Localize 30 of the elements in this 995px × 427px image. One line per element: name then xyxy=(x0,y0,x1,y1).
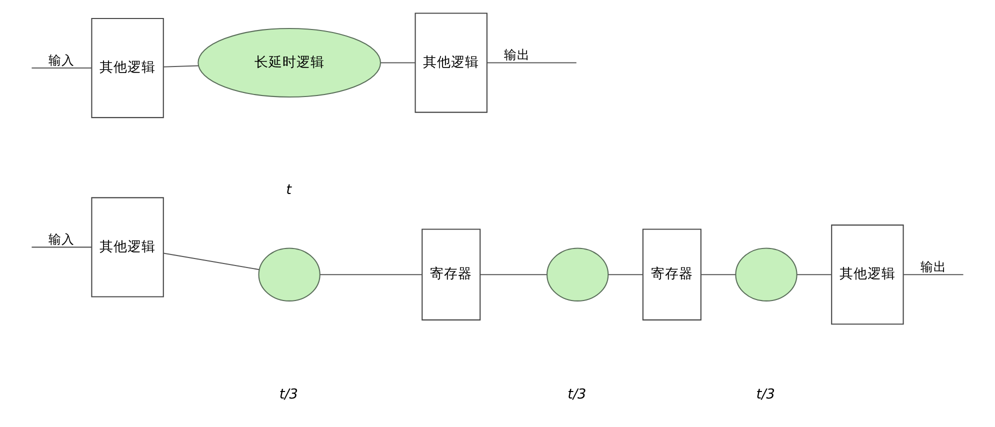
node-cloud xyxy=(258,247,320,301)
connector xyxy=(480,274,547,275)
node-cloud xyxy=(735,247,798,301)
connector xyxy=(320,274,422,275)
connector xyxy=(487,62,576,63)
label: t/3 xyxy=(756,386,775,402)
edge-label: 输出 xyxy=(504,46,530,62)
label: t xyxy=(286,181,292,198)
node-box: 其他逻辑 xyxy=(831,224,904,324)
connector xyxy=(903,274,964,275)
connector xyxy=(701,274,736,275)
node-box: 寄存器 xyxy=(642,228,702,320)
connector xyxy=(164,64,198,67)
edge-label: 输出 xyxy=(920,258,946,274)
node-box: 其他逻辑 xyxy=(91,196,164,297)
edge-label: 输入 xyxy=(48,52,75,67)
connector xyxy=(608,274,643,275)
node-ellipse: 长延时逻辑 xyxy=(198,27,382,98)
label: t/3 xyxy=(279,386,298,402)
connector xyxy=(32,67,92,68)
edge-label: 输入 xyxy=(48,231,75,246)
connector xyxy=(380,62,416,63)
node-cloud xyxy=(546,247,609,301)
node-box: 其他逻辑 xyxy=(91,17,164,118)
connector xyxy=(164,252,260,270)
node-box: 寄存器 xyxy=(422,228,481,320)
connector xyxy=(32,246,92,248)
label: t/3 xyxy=(568,386,586,402)
node-box: 其他逻辑 xyxy=(414,12,488,112)
connector xyxy=(797,274,832,275)
